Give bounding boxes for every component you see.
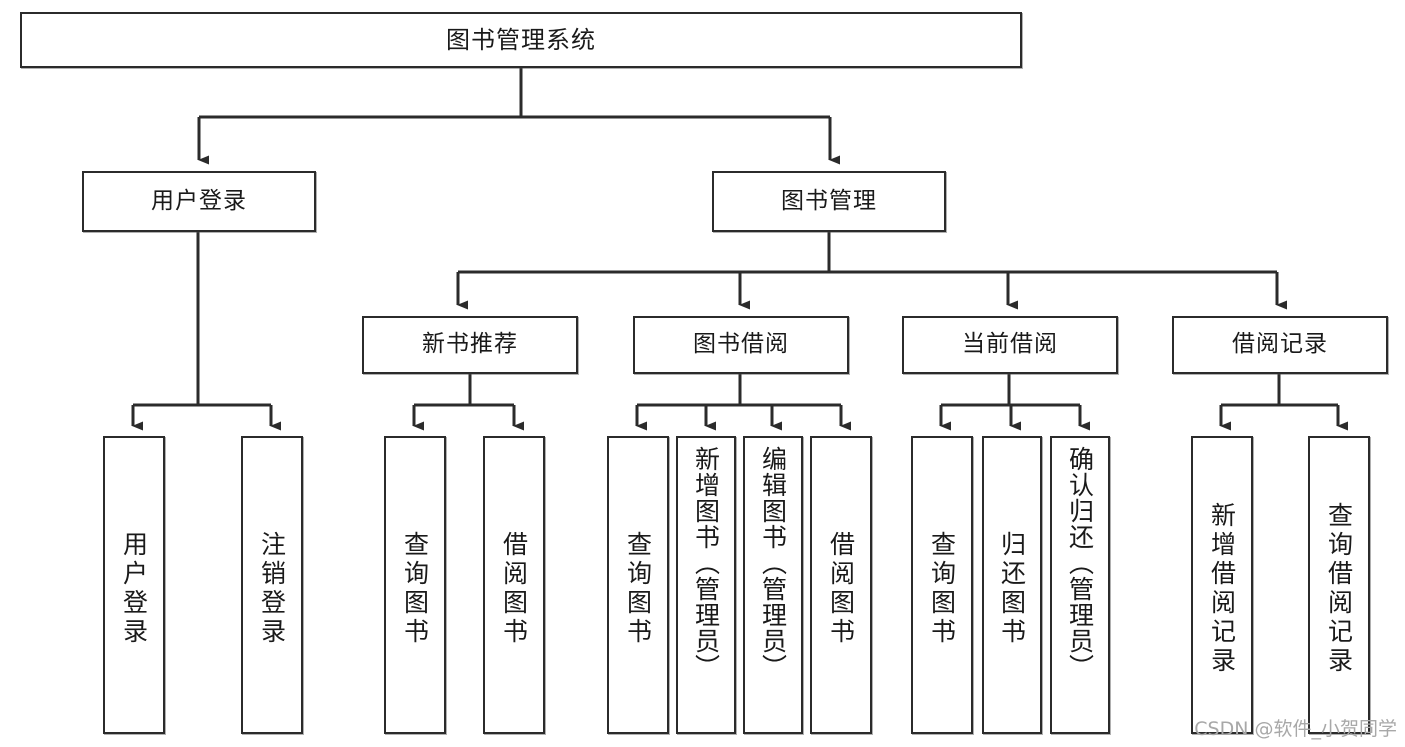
- node-book-manage[interactable]: 图书管理: [712, 171, 946, 232]
- node-leaf-borrow-book-1-label: 借阅图书: [499, 531, 529, 647]
- node-book-borrow-label: 图书借阅: [693, 331, 789, 358]
- node-leaf-query-book-3[interactable]: 查询图书: [911, 436, 973, 734]
- node-root-label: 图书管理系统: [446, 25, 596, 54]
- node-leaf-user-logout[interactable]: 注销登录: [241, 436, 303, 734]
- node-leaf-query-book-1[interactable]: 查询图书: [384, 436, 446, 734]
- node-new-book-recommend-label: 新书推荐: [422, 331, 518, 358]
- node-user-login[interactable]: 用户登录: [82, 171, 316, 232]
- node-leaf-user-login-label: 用户登录: [119, 531, 149, 647]
- node-borrow-record-label: 借阅记录: [1232, 331, 1328, 358]
- edge-bookmanage-to-level2: [456, 232, 1287, 310]
- node-leaf-add-borrow-record[interactable]: 新增借阅记录: [1191, 436, 1253, 734]
- node-leaf-edit-book[interactable]: 编辑图书（管理员）: [743, 436, 803, 734]
- node-leaf-return-book-label: 归还图书: [997, 531, 1027, 647]
- edge-root-to-level1: [197, 68, 840, 165]
- node-leaf-user-logout-label: 注销登录: [257, 531, 287, 647]
- edge-userlogin-to-leaves: [131, 232, 281, 431]
- node-book-borrow[interactable]: 图书借阅: [633, 316, 849, 374]
- node-leaf-confirm-return[interactable]: 确认归还（管理员）: [1050, 436, 1110, 734]
- node-leaf-add-book-label: 新增图书（管理员）: [691, 446, 721, 680]
- node-leaf-borrow-book-2-label: 借阅图书: [826, 531, 856, 647]
- node-book-manage-label: 图书管理: [781, 187, 877, 214]
- edge-newbook-to-leaves: [412, 374, 524, 431]
- node-leaf-query-book-2-label: 查询图书: [623, 531, 653, 647]
- node-leaf-edit-book-label: 编辑图书（管理员）: [758, 446, 788, 680]
- node-leaf-query-borrow-record-label: 查询借阅记录: [1324, 502, 1354, 676]
- node-leaf-confirm-return-label: 确认归还（管理员）: [1065, 446, 1095, 680]
- edge-bookborrow-to-leaves: [635, 374, 851, 431]
- node-leaf-user-login[interactable]: 用户登录: [103, 436, 165, 734]
- edge-borrowrecord-to-leaves: [1219, 374, 1348, 431]
- node-root[interactable]: 图书管理系统: [20, 12, 1022, 68]
- node-leaf-return-book[interactable]: 归还图书: [982, 436, 1042, 734]
- node-user-login-label: 用户登录: [151, 187, 247, 214]
- node-leaf-add-book[interactable]: 新增图书（管理员）: [676, 436, 736, 734]
- node-current-borrow-label: 当前借阅: [962, 331, 1058, 358]
- node-leaf-borrow-book-1[interactable]: 借阅图书: [483, 436, 545, 734]
- node-new-book-recommend[interactable]: 新书推荐: [362, 316, 578, 374]
- node-leaf-query-book-1-label: 查询图书: [400, 531, 430, 647]
- node-leaf-query-borrow-record[interactable]: 查询借阅记录: [1308, 436, 1370, 734]
- node-leaf-borrow-book-2[interactable]: 借阅图书: [810, 436, 872, 734]
- node-current-borrow[interactable]: 当前借阅: [902, 316, 1118, 374]
- csdn-watermark: CSDN @软件_小贺同学: [1194, 718, 1397, 740]
- node-leaf-query-book-3-label: 查询图书: [927, 531, 957, 647]
- node-leaf-query-book-2[interactable]: 查询图书: [607, 436, 669, 734]
- edge-currentborrow-to-leaves: [939, 374, 1090, 431]
- node-borrow-record[interactable]: 借阅记录: [1172, 316, 1388, 374]
- node-leaf-add-borrow-record-label: 新增借阅记录: [1207, 502, 1237, 676]
